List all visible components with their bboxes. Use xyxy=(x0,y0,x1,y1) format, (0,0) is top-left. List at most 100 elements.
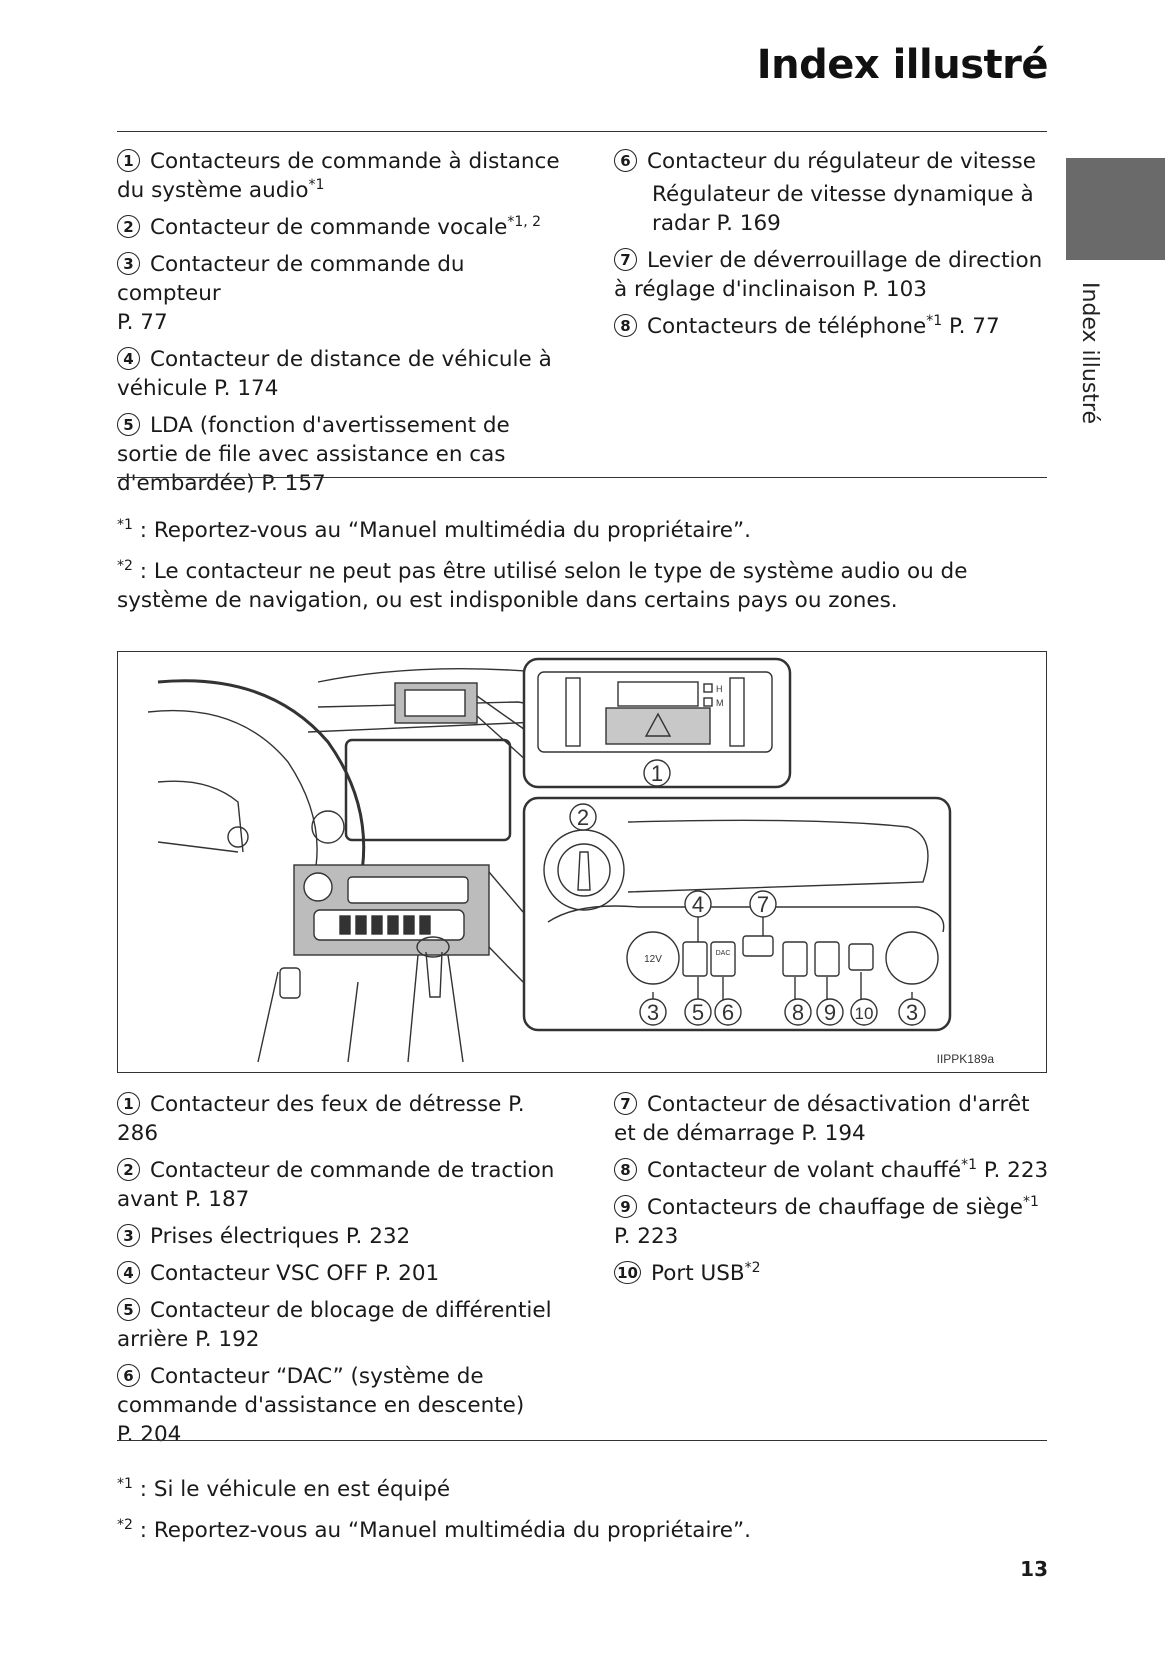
4wd-dial-handle xyxy=(577,851,591,891)
item-text: Contacteur de désactivation d'arrêt et d… xyxy=(614,1092,1030,1146)
console-switch xyxy=(371,915,383,935)
console-top-panel xyxy=(347,876,469,904)
power-socket-right xyxy=(885,931,939,985)
page-ref: P. 103 xyxy=(862,277,927,302)
climate-display xyxy=(617,681,699,707)
m-indicator xyxy=(703,697,713,707)
callout-label: 3 xyxy=(647,1000,659,1025)
page-ref: P. 174 xyxy=(214,376,279,401)
callout-number: 7 xyxy=(614,1092,637,1115)
item-text: Contacteur de commande de traction avant xyxy=(117,1158,555,1212)
footnote-mark: *2 xyxy=(117,1516,133,1533)
item-text: Contacteur de blocage de différentiel ar… xyxy=(117,1298,552,1352)
callout-label: 7 xyxy=(757,892,769,917)
footnote-mark: *1 xyxy=(1023,1193,1039,1210)
vent-indicator-left xyxy=(565,677,581,747)
dashboard-line xyxy=(307,721,539,733)
bottom-list-rule xyxy=(117,1440,1047,1441)
h-indicator xyxy=(703,683,713,693)
footnote-mark: *2 xyxy=(744,1259,761,1276)
page-ref: P. 201 xyxy=(374,1261,440,1286)
callout-leaders xyxy=(652,972,913,1002)
callout-number: 5 xyxy=(117,1298,140,1321)
page-ref: P. 77 xyxy=(949,314,1000,339)
callout-circle xyxy=(684,890,712,918)
callout-circle xyxy=(850,998,878,1026)
footnote-text: : Reportez-vous au “Manuel multimédia du… xyxy=(132,518,751,543)
top-list-rule xyxy=(117,477,1047,478)
pedal xyxy=(279,967,301,999)
item-text: Contacteur VSC OFF xyxy=(150,1261,369,1286)
vent-indicator-right xyxy=(729,677,745,747)
callout-circle xyxy=(684,998,712,1026)
footnote: *2 : Reportez-vous au “Manuel multimédia… xyxy=(117,1516,1047,1545)
callout-number: 3 xyxy=(117,1224,140,1247)
usb-port xyxy=(848,943,874,971)
callout-circle xyxy=(643,759,671,787)
callout-label: 4 xyxy=(692,892,704,917)
callout-circle xyxy=(639,998,667,1026)
item-text: LDA (fonction d'avertissement de sortie … xyxy=(117,413,510,496)
page-ref: P. 204 xyxy=(117,1422,182,1447)
callout-label: 6 xyxy=(722,1000,734,1025)
steering-wheel-outline xyxy=(157,679,366,893)
callout-leaders xyxy=(697,917,764,942)
diff-lock-switch xyxy=(710,941,736,977)
callout-number: 8 xyxy=(614,1158,637,1181)
callout-number: 2 xyxy=(117,215,140,238)
top-rule xyxy=(117,131,1047,132)
item-text: Contacteurs de commande à distance du sy… xyxy=(117,149,560,203)
page-ref: P. 187 xyxy=(184,1187,250,1212)
footnote-text: : Le contacteur ne peut pas être utilisé… xyxy=(117,559,968,613)
item-text: Contacteur du régulateur de vitesse xyxy=(647,149,1036,174)
callout-circle xyxy=(898,998,926,1026)
page-ref: P. 223 xyxy=(983,1158,1049,1183)
heated-wheel-switch xyxy=(782,941,808,977)
footnote-mark: *1 xyxy=(961,1156,978,1173)
footnote-mark: *1 xyxy=(308,176,325,193)
footnote-mark: *2 xyxy=(117,557,133,574)
page-number: 13 xyxy=(1020,1557,1048,1581)
console-switch xyxy=(403,915,415,935)
footnote: *1 : Si le véhicule en est équipé xyxy=(117,1475,1047,1504)
console-switch xyxy=(387,915,399,935)
footnote-mark: *1 xyxy=(117,516,133,533)
console-switch xyxy=(355,915,367,935)
page-ref: P. 286 xyxy=(117,1092,525,1146)
seat-heater-switch xyxy=(814,941,840,977)
item-text: Contacteurs de chauffage de siège xyxy=(647,1195,1024,1220)
footnote-mark: *1 xyxy=(117,1475,133,1492)
item-text: Contacteurs de téléphone xyxy=(647,314,927,339)
section-tab xyxy=(1066,158,1165,260)
item-text: Contacteur “DAC” (système de commande d'… xyxy=(117,1364,525,1418)
sub-item-text: Régulateur de vitesse dynamique à radar … xyxy=(652,182,1034,236)
callout-number: 4 xyxy=(117,347,140,370)
center-display xyxy=(344,738,512,842)
steering-wheel-inner xyxy=(147,709,318,883)
inset-console-panel xyxy=(522,796,952,1032)
callout-label: 5 xyxy=(692,1000,704,1025)
callout-number: 3 xyxy=(117,252,140,275)
hazard-triangle-icon xyxy=(644,712,672,737)
stop-start-switch xyxy=(742,935,774,957)
h-label: H xyxy=(716,684,723,694)
ignition-knob xyxy=(311,810,345,844)
item-text: Contacteur de distance de véhicule à véh… xyxy=(117,347,552,401)
item-text: Contacteur des feux de détresse xyxy=(150,1092,502,1117)
callout-label: 9 xyxy=(824,1000,836,1025)
connector-line xyxy=(488,871,524,983)
footnote-mark: *1 xyxy=(926,312,943,329)
page-ref: P. 232 xyxy=(345,1224,411,1249)
